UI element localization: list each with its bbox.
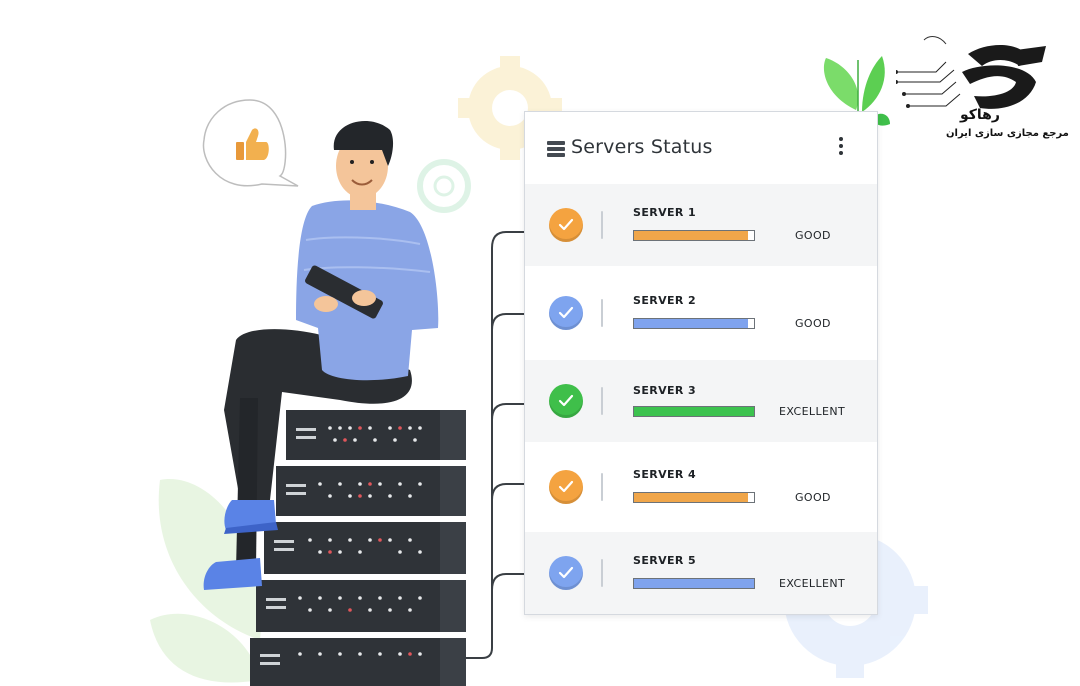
server-row[interactable]: SERVER 1 GOOD	[525, 184, 877, 266]
logo-tagline: مرجع مجازی سازی ایران	[946, 128, 1069, 139]
server-name: SERVER 3	[633, 384, 697, 397]
panel-title: Servers Status	[571, 136, 713, 158]
server-status-label: GOOD	[795, 491, 831, 504]
check-circle-icon	[549, 384, 583, 418]
server-name: SERVER 2	[633, 294, 697, 307]
divider	[601, 559, 603, 587]
speech-bubble	[202, 99, 299, 187]
check-circle-icon	[549, 296, 583, 330]
check-circle-icon	[549, 208, 583, 242]
plant-decoration	[150, 479, 262, 683]
server-row[interactable]: SERVER 4 GOOD	[525, 446, 877, 528]
server-status-label: GOOD	[795, 229, 831, 242]
health-bar	[633, 406, 755, 417]
divider	[601, 387, 603, 415]
thumbs-up-icon	[236, 128, 269, 160]
server-rack	[250, 410, 466, 686]
person-illustration	[203, 120, 439, 590]
health-bar	[633, 492, 755, 503]
check-circle-icon	[549, 556, 583, 590]
server-row[interactable]: SERVER 5 EXCELLENT	[525, 532, 877, 614]
panel-header: Servers Status	[525, 112, 877, 184]
health-bar	[633, 578, 755, 589]
server-name: SERVER 5	[633, 554, 697, 567]
kebab-menu-icon[interactable]	[835, 137, 847, 161]
server-row[interactable]: SERVER 2 GOOD	[525, 272, 877, 354]
brand-logo	[896, 36, 1046, 109]
server-status-label: EXCELLENT	[779, 577, 846, 590]
connector-lines	[466, 231, 526, 659]
health-bar-fill	[634, 579, 754, 588]
health-bar-fill	[634, 319, 748, 328]
health-bar-fill	[634, 493, 748, 502]
small-gear-icon	[417, 159, 471, 213]
health-bar-fill	[634, 407, 754, 416]
server-row[interactable]: SERVER 3 EXCELLENT	[525, 360, 877, 442]
server-status-label: GOOD	[795, 317, 831, 330]
check-circle-icon	[549, 470, 583, 504]
divider	[601, 211, 603, 239]
divider	[601, 473, 603, 501]
health-bar	[633, 318, 755, 329]
health-bar	[633, 230, 755, 241]
server-name: SERVER 4	[633, 468, 697, 481]
server-name: SERVER 1	[633, 206, 697, 219]
health-bar-fill	[634, 231, 748, 240]
list-icon[interactable]	[547, 141, 565, 157]
divider	[601, 299, 603, 327]
server-status-label: EXCELLENT	[779, 405, 846, 418]
logo-title: رهاکو	[960, 107, 1000, 123]
